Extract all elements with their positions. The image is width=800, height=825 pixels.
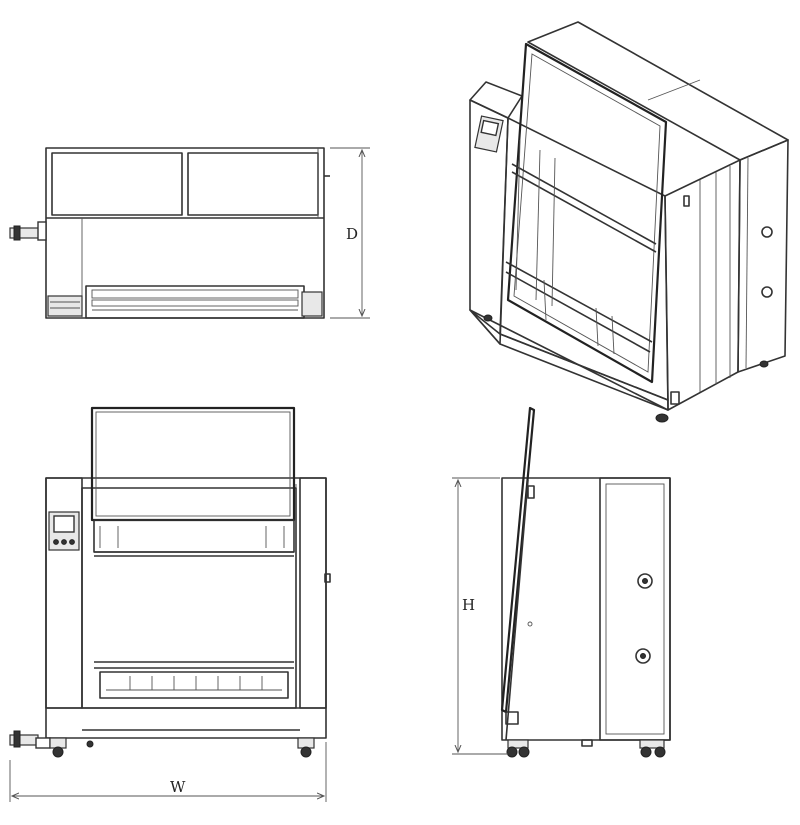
depth-dimension: D [330, 147, 370, 319]
height-label: H [462, 596, 475, 614]
top-view [9, 147, 330, 319]
height-dimension: H [452, 477, 508, 755]
isometric-view [469, 21, 789, 423]
width-dimension: W [9, 742, 327, 802]
depth-label: D [346, 225, 358, 243]
side-view [500, 406, 671, 758]
front-view [9, 406, 331, 758]
width-label: W [170, 778, 186, 796]
